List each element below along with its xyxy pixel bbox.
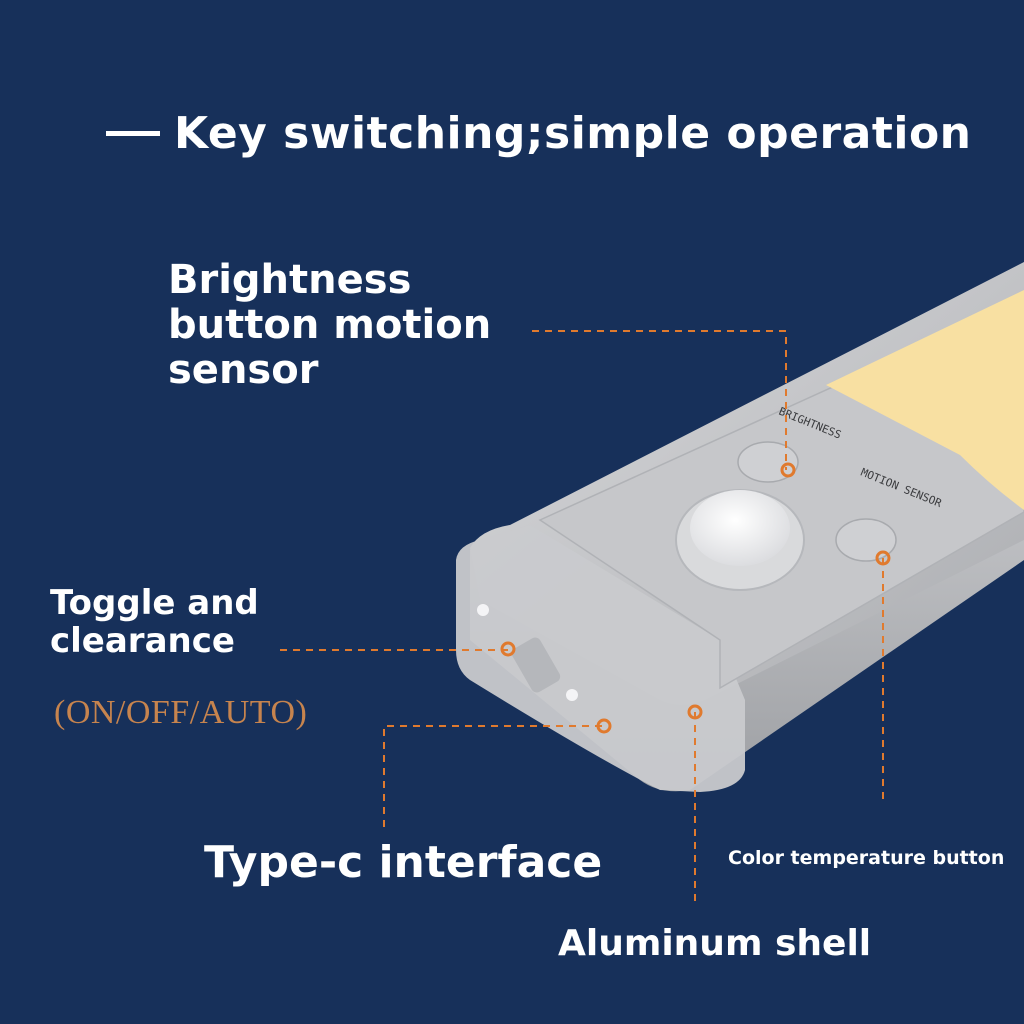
brightness-callout: Brightness button motion sensor [168, 258, 491, 392]
brightness-callout-line-1: Brightness [168, 257, 412, 303]
typec-marker-icon [596, 718, 612, 734]
color-temp-callout: Color temperature button [728, 847, 1005, 869]
mode-callout: (ON/OFF/AUTO) [54, 694, 308, 731]
shell-front-face [456, 525, 745, 792]
light-bar-device: BRIGHTNESS MOTION SENSOR [456, 262, 1024, 792]
headline-dash [106, 131, 160, 136]
aluminum-marker-icon [687, 704, 703, 720]
brightness-leader [532, 330, 787, 470]
side-led-1 [477, 604, 489, 616]
toggle-callout-line-1: Toggle and [50, 583, 259, 623]
light-panel [826, 290, 1024, 510]
typec-callout: Type-c interface [204, 837, 603, 888]
typec-leader [383, 725, 602, 830]
callout-markers [500, 462, 891, 734]
callout-lines [280, 330, 884, 902]
brightness-marker-icon [780, 462, 796, 478]
brightness-callout-line-2: button motion [168, 301, 492, 348]
brightness-callout-line-3: sensor [168, 346, 319, 393]
aluminum-callout: Aluminum shell [558, 923, 872, 964]
headline: Key switching;simple operation [106, 108, 972, 159]
headline-text: Key switching;simple operation [174, 108, 972, 159]
toggle-callout: Toggle and clearance [50, 584, 259, 660]
toggle-marker-icon [500, 641, 516, 657]
side-led-2 [566, 689, 578, 701]
color-temp-marker-icon [875, 550, 891, 566]
motion-sensor-lens [690, 490, 790, 566]
toggle-switch-icon [511, 637, 561, 693]
color-temp-button-icon [835, 518, 897, 562]
toggle-callout-line-2: clearance [50, 621, 235, 662]
